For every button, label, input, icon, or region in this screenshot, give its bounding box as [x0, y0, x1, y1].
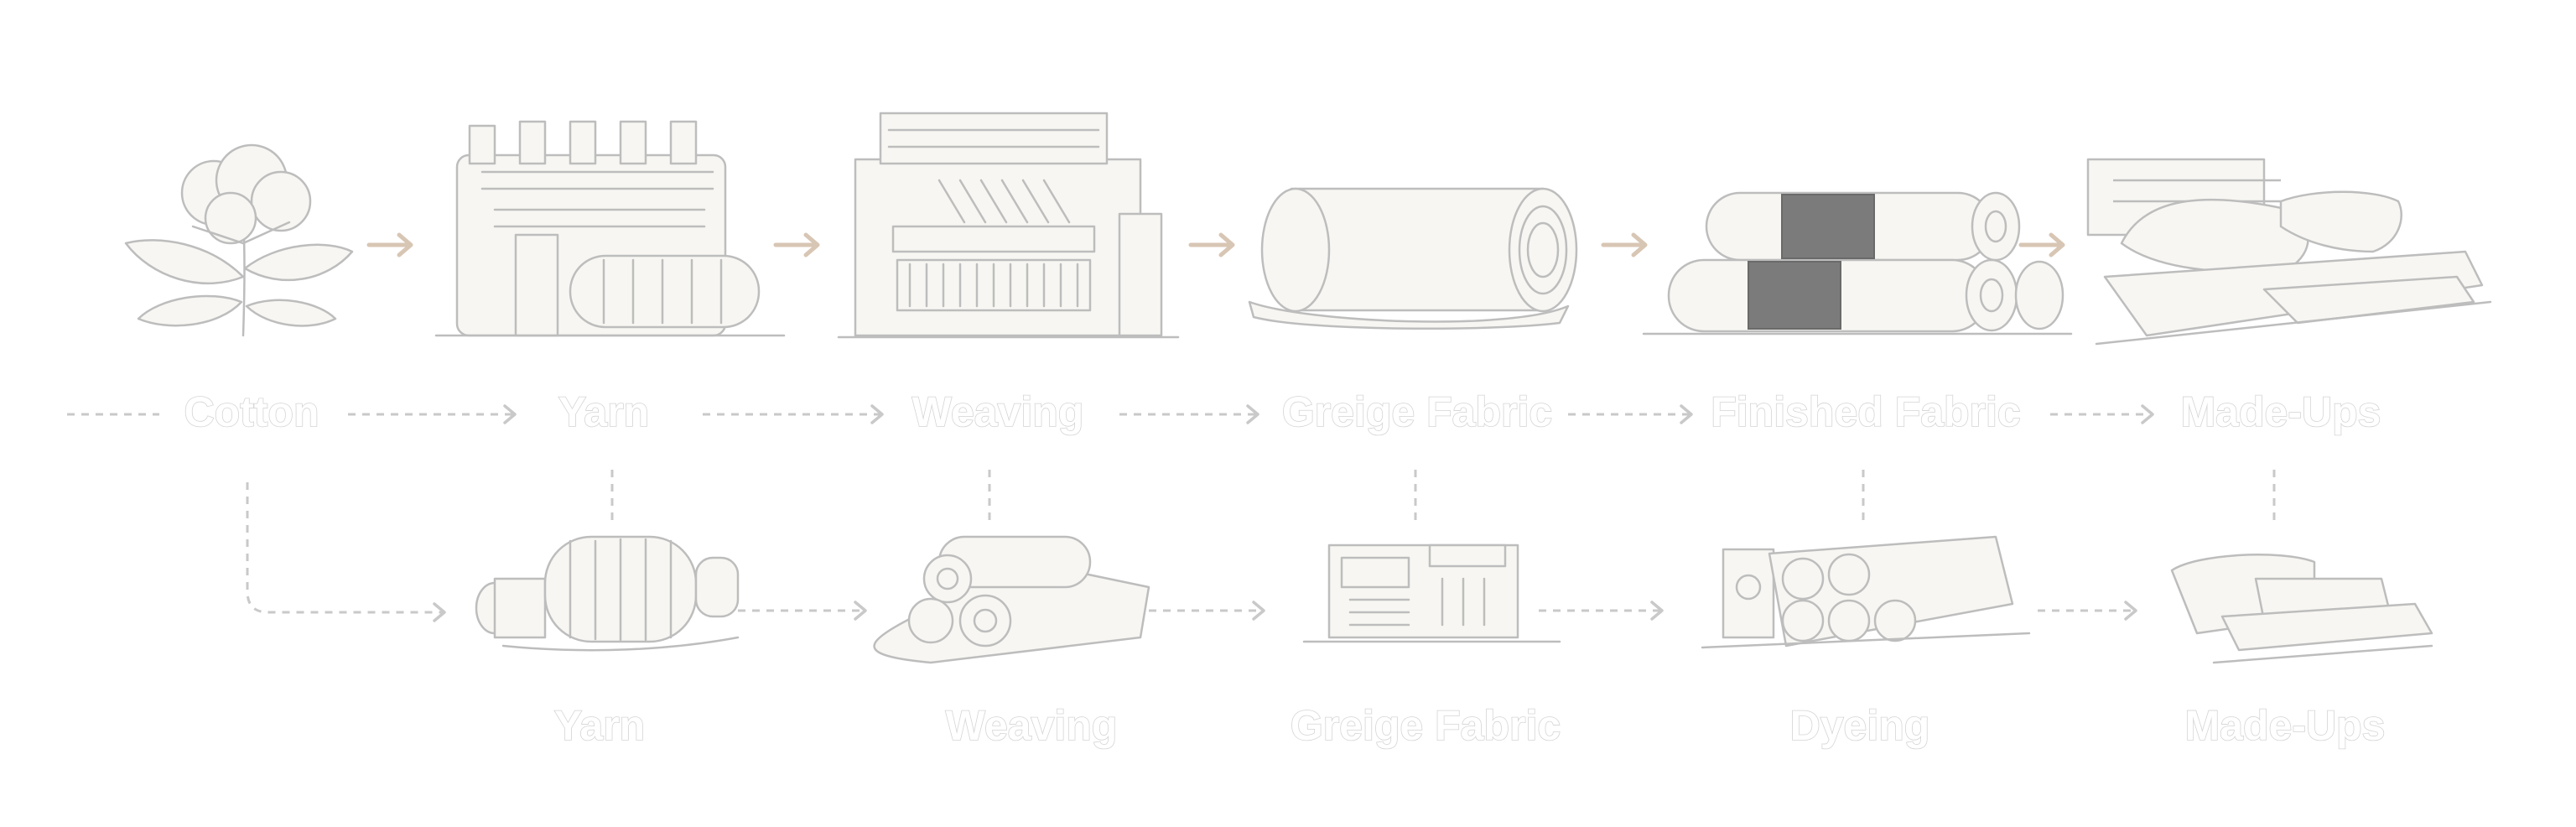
arrow-icon — [2018, 232, 2065, 257]
arrow-icon — [366, 232, 413, 257]
top-stage-label: Cotton — [184, 388, 319, 435]
top-stage-label: Made-Ups — [2181, 388, 2381, 435]
finished-fabric-rolls-icon — [1642, 191, 2073, 335]
bottom-stage-label: Yarn — [554, 702, 645, 749]
bottom-stage-label: Weaving — [946, 702, 1118, 749]
top-illustration-arrows — [366, 232, 2065, 257]
control-panel-machine-icon — [1302, 544, 1561, 643]
fabric-roll-icon — [1248, 187, 1578, 330]
top-row-connectors — [67, 404, 2154, 424]
arrow-icon — [1680, 404, 1693, 424]
arrow-icon — [1252, 601, 1265, 621]
bottom-stage-label: Dyeing — [1790, 702, 1930, 749]
spinning-machine-icon — [434, 120, 786, 337]
vertical-connectors — [246, 470, 2276, 622]
top-stage-label: Greige Fabric — [1282, 388, 1552, 435]
folded-textiles-icon — [2170, 554, 2433, 664]
arrow-icon — [433, 602, 446, 622]
arrow-icon — [2141, 404, 2154, 424]
top-stage-label: Finished Fabric — [1711, 388, 2021, 435]
arrow-icon — [854, 601, 867, 621]
bottom-stage-label: Made-Ups — [2185, 702, 2386, 749]
top-stage-label: Yarn — [558, 388, 649, 435]
dyeing-machine-icon — [1701, 535, 2031, 649]
bedding-icon — [2086, 158, 2492, 346]
loom-icon — [837, 112, 1180, 339]
bottom-row-connectors — [738, 601, 2137, 621]
arrow-icon — [1246, 404, 1259, 424]
arrow-icon — [2124, 601, 2137, 621]
arrow-icon — [773, 232, 820, 257]
woven-rolls-icon — [873, 535, 1150, 664]
arrow-icon — [1650, 601, 1664, 621]
arrow-icon — [870, 404, 884, 424]
yarn-bobbin-icon — [475, 535, 740, 652]
cotton-plant-icon — [124, 143, 354, 337]
arrow-icon — [503, 404, 517, 424]
bottom-stage-label: Greige Fabric — [1291, 702, 1561, 749]
top-stage-label: Weaving — [912, 388, 1084, 435]
arrow-icon — [1188, 232, 1235, 257]
arrow-icon — [1601, 232, 1648, 257]
